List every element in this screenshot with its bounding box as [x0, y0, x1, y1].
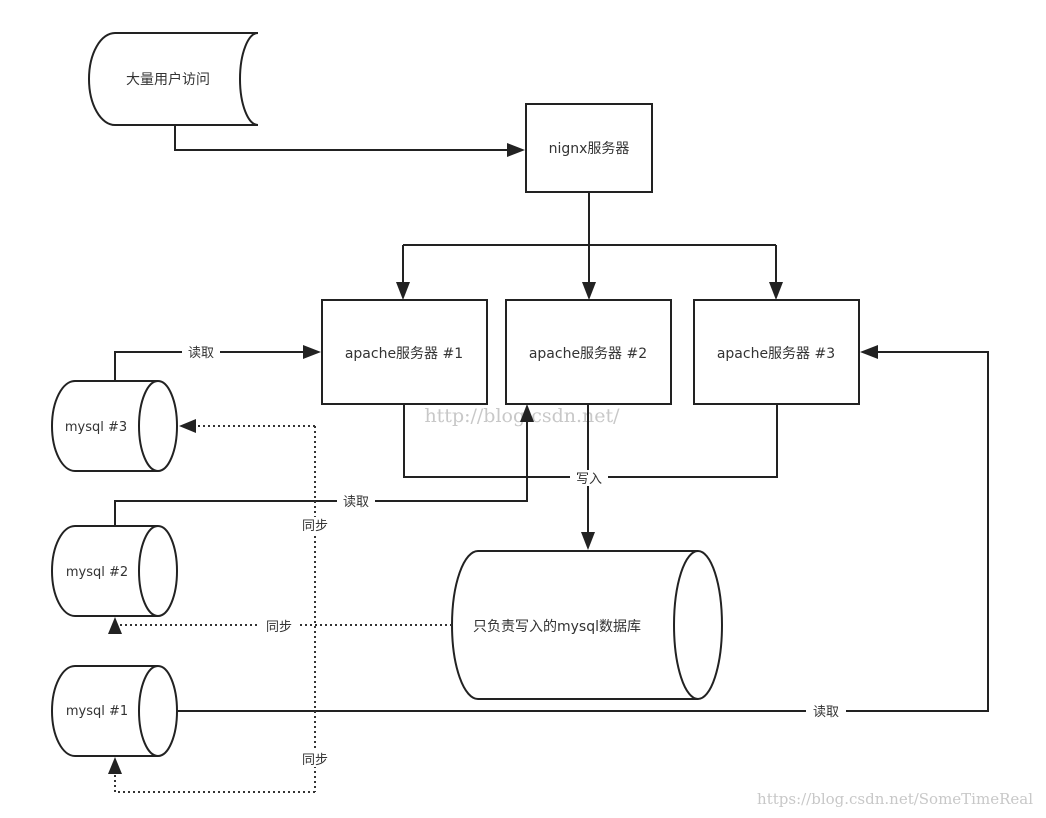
apache-3-label: apache服务器 #3	[717, 346, 835, 362]
edge-read-mysql2: 读取	[114, 404, 534, 526]
mysql-3-label: mysql #3	[65, 420, 127, 435]
apache-2-node: apache服务器 #2	[505, 299, 672, 405]
master-db-label: 只负责写入的mysql数据库	[473, 619, 641, 635]
read-mysql3-label: 读取	[188, 346, 214, 361]
sync-lines	[108, 419, 452, 793]
mysql-3-node: mysql #3	[51, 380, 178, 472]
mysql-2-node: mysql #2	[51, 525, 178, 617]
apache-1-label: apache服务器 #1	[345, 346, 463, 362]
nginx-label: nignx服务器	[549, 141, 630, 157]
edge-read-mysql3: 读取	[114, 344, 321, 381]
apache-2-label: apache服务器 #2	[529, 346, 647, 362]
apache-3-node: apache服务器 #3	[693, 299, 860, 405]
users-label: 大量用户访问	[126, 71, 210, 88]
sync-mysql1-label: 同步	[302, 753, 328, 768]
nginx-node: nignx服务器	[525, 103, 653, 193]
edge-nginx-apaches	[396, 192, 783, 300]
mysql-1-node: mysql #1	[51, 665, 178, 757]
edge-read-mysql1: 读取	[177, 345, 989, 720]
sync-mysql3-label: 同步	[302, 519, 328, 534]
mysql-2-label: mysql #2	[66, 565, 128, 580]
watermark-corner: https://blog.csdn.net/SomeTimeReal	[757, 790, 1033, 808]
watermark-center: http://blog.csdn.net/	[424, 405, 620, 427]
edge-write: 写入	[403, 404, 778, 550]
read-mysql1-label: 读取	[813, 705, 839, 720]
master-db-node: 只负责写入的mysql数据库	[451, 550, 723, 700]
write-label: 写入	[576, 472, 602, 487]
edge-users-nginx	[174, 125, 525, 157]
read-mysql2-label: 读取	[343, 495, 369, 510]
apache-1-node: apache服务器 #1	[321, 299, 488, 405]
mysql-1-label: mysql #1	[66, 704, 128, 719]
users-node: 大量用户访问	[88, 32, 259, 126]
sync-mysql2-label: 同步	[266, 620, 292, 635]
